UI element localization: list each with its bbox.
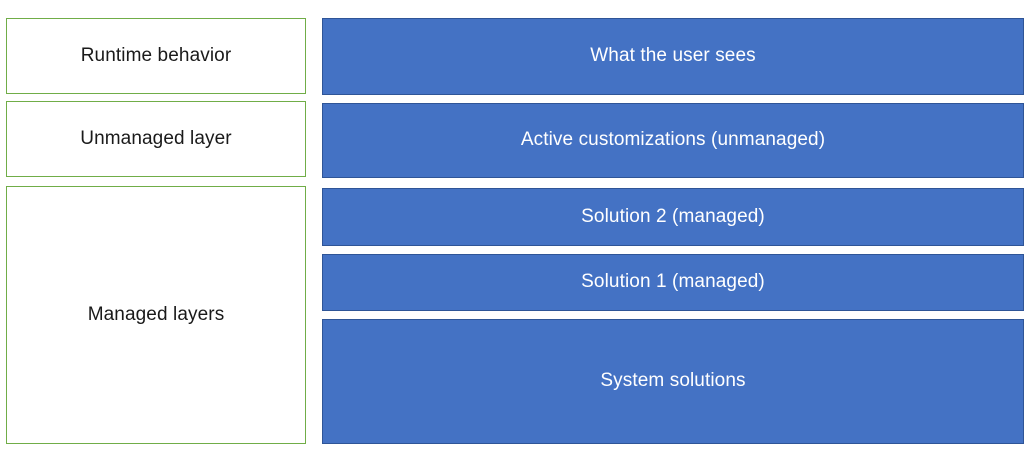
- category-label-runtime-behavior: Runtime behavior: [80, 44, 232, 66]
- layer-box-solution-1-managed: Solution 1 (managed): [322, 254, 1024, 311]
- layer-box-system-solutions: System solutions: [322, 319, 1024, 444]
- layer-label-what-the-user-sees: What the user sees: [590, 45, 756, 67]
- category-box-runtime-behavior: Runtime behavior: [6, 18, 306, 94]
- layer-box-what-the-user-sees: What the user sees: [322, 18, 1024, 95]
- category-label-managed-layers: Managed layers: [87, 303, 225, 325]
- layer-label-solution-1-managed: Solution 1 (managed): [581, 271, 765, 293]
- layer-label-system-solutions: System solutions: [600, 370, 746, 392]
- category-label-unmanaged-layer: Unmanaged layer: [80, 127, 232, 149]
- category-box-managed-layers: Managed layers: [6, 186, 306, 444]
- category-box-unmanaged-layer: Unmanaged layer: [6, 101, 306, 177]
- layer-box-solution-2-managed: Solution 2 (managed): [322, 188, 1024, 246]
- layer-label-active-customizations-unmanaged: Active customizations (unmanaged): [520, 129, 826, 151]
- layer-label-solution-2-managed: Solution 2 (managed): [581, 205, 765, 227]
- layer-box-active-customizations-unmanaged: Active customizations (unmanaged): [322, 103, 1024, 178]
